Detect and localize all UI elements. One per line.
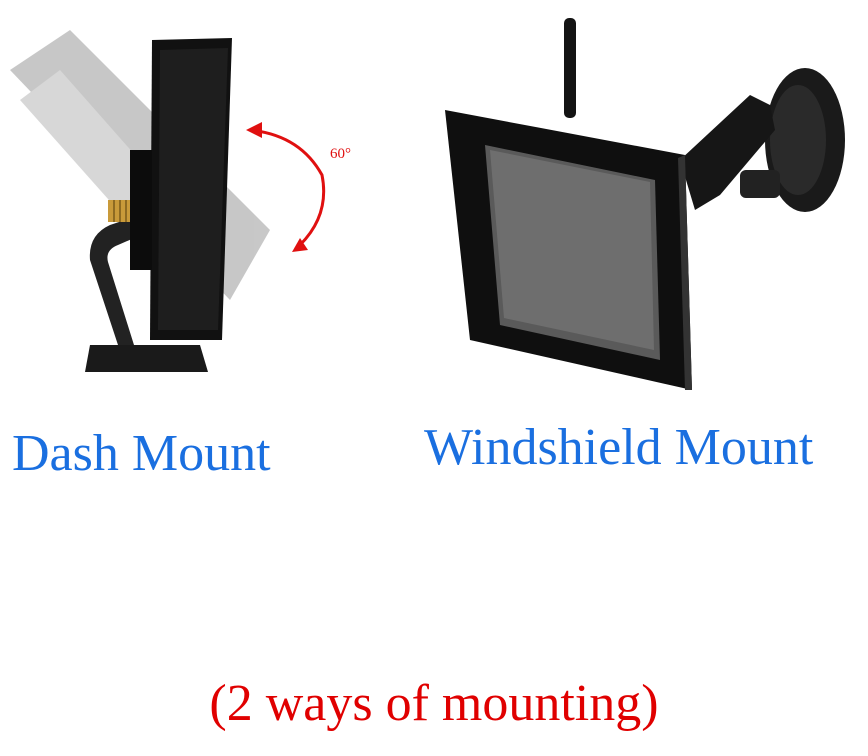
mount-arm (680, 95, 775, 210)
stand-base (85, 345, 208, 372)
rotation-arrow (249, 128, 326, 247)
windshield-mount-illustration (445, 18, 845, 390)
dash-mount-caption: Dash Mount (12, 425, 271, 482)
dash-mount-illustration: 60° (10, 30, 351, 372)
mounting-ways-caption: (2 ways of mounting) (209, 675, 659, 732)
stand-arm (89, 215, 148, 345)
windshield-mount-caption: Windshield Mount (424, 419, 814, 476)
antenna (564, 18, 576, 118)
angle-label: 60° (330, 146, 351, 162)
